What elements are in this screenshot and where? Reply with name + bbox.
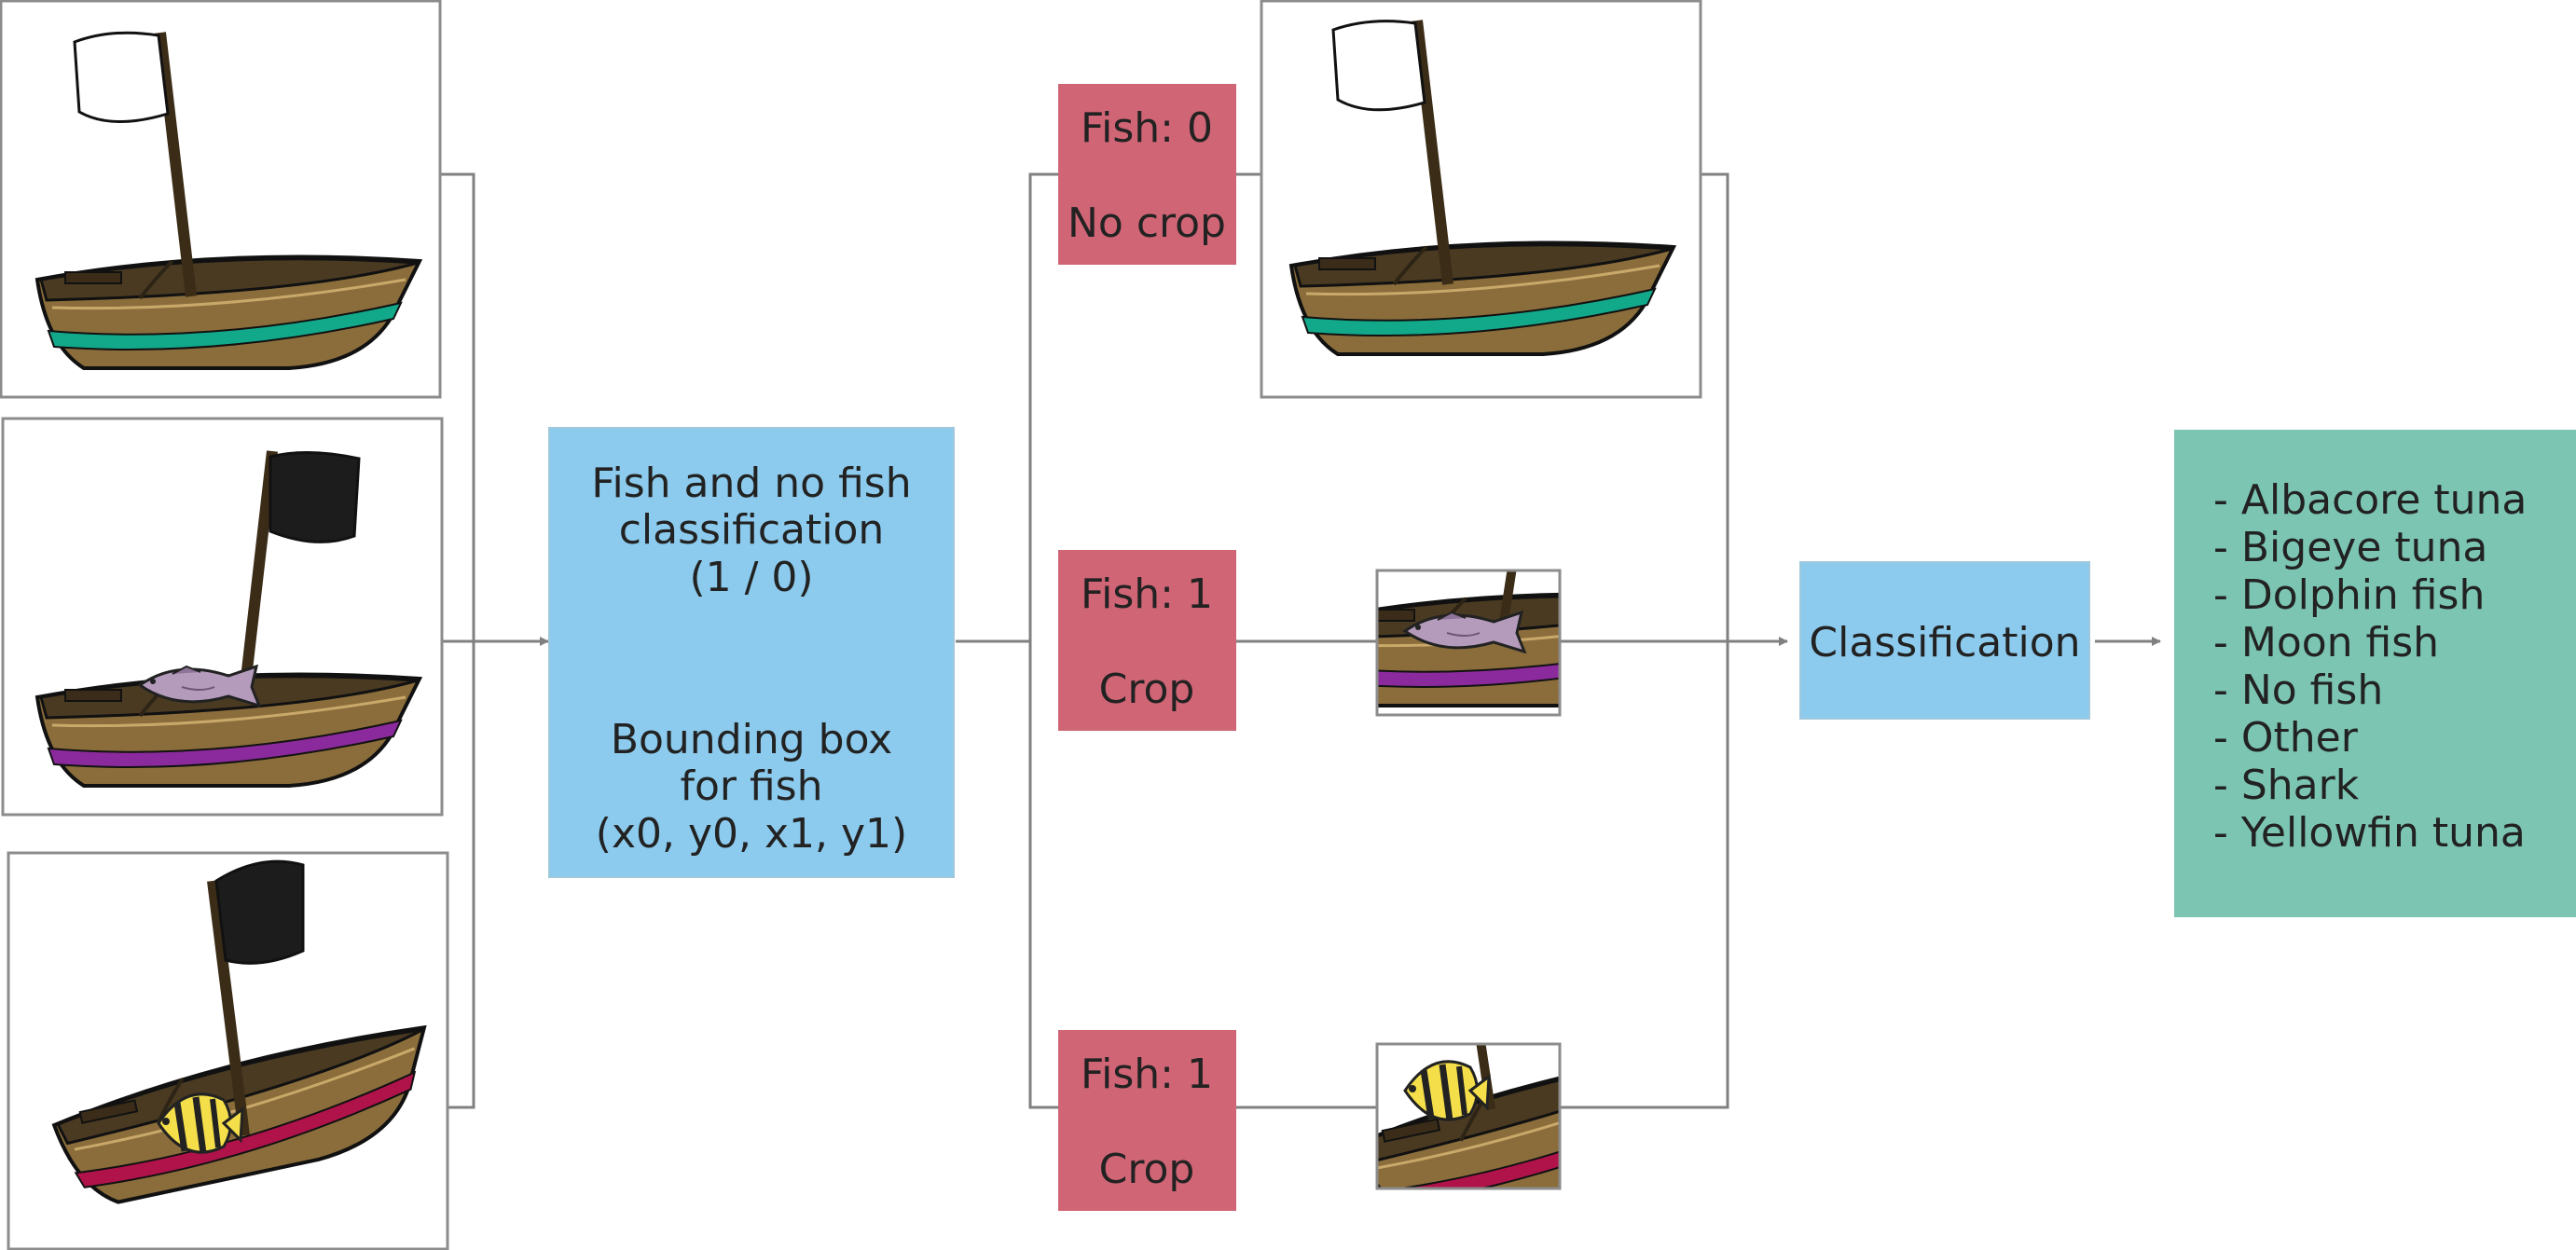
decision-bracket: [1028, 172, 1058, 1109]
rowboat-icon: [35, 254, 421, 370]
detector-line-6: (x0, y0, x1, y1): [596, 810, 907, 858]
decision-label: Fish: 1: [1081, 570, 1213, 618]
decision-label: Fish: 0: [1081, 104, 1213, 152]
white-flag-icon: [1331, 20, 1453, 285]
detector-box: Fish and no fish classification (1 / 0) …: [548, 427, 955, 878]
rowboat-icon: [35, 672, 421, 788]
decision-action: No crop: [1068, 199, 1226, 247]
detector-line-3: (1 / 0): [689, 554, 813, 601]
decision-action: Crop: [1099, 1146, 1195, 1193]
input-image-2: [1, 417, 444, 817]
detector-line-1: Fish and no fish: [591, 460, 911, 507]
black-flag-icon: [239, 450, 361, 695]
class-item: - Yellowfin tuna: [2213, 809, 2526, 857]
class-item: - Moon fish: [2213, 619, 2439, 666]
cropped-image-2: [1375, 1042, 1562, 1190]
rowboat-icon: [1289, 240, 1675, 356]
white-flag-icon: [73, 31, 197, 297]
input-image-1: [0, 0, 442, 399]
classifier-box: Classification: [1799, 561, 2090, 720]
classifier-label: Classification: [1809, 619, 2080, 666]
class-item: - Other: [2213, 714, 2359, 762]
rowboat-icon: [48, 1021, 448, 1214]
connectors: [440, 172, 2161, 1109]
decision-box-3: Fish: 1 Crop: [1058, 1030, 1236, 1211]
input-image-3: [7, 851, 449, 1250]
classes-box: - Albacore tuna - Bigeye tuna - Dolphin …: [2174, 430, 2576, 917]
decision-action: Crop: [1099, 666, 1195, 713]
class-item: - No fish: [2213, 666, 2383, 714]
cropped-image-1: [1375, 569, 1562, 717]
detector-line-5: for fish: [680, 762, 822, 810]
class-item: - Shark: [2213, 762, 2360, 809]
class-item: - Albacore tuna: [2213, 476, 2527, 524]
detector-line-2: classification: [619, 506, 885, 554]
class-item: - Dolphin fish: [2213, 571, 2485, 619]
decision-box-1: Fish: 0 No crop: [1058, 84, 1236, 265]
decision-box-2: Fish: 1 Crop: [1058, 550, 1236, 731]
detector-line-4: Bounding box: [611, 716, 892, 763]
decision-label: Fish: 1: [1081, 1051, 1213, 1098]
uncropped-image: [1260, 0, 1702, 399]
class-item: - Bigeye tuna: [2213, 524, 2487, 571]
black-flag-icon: [207, 859, 305, 1136]
